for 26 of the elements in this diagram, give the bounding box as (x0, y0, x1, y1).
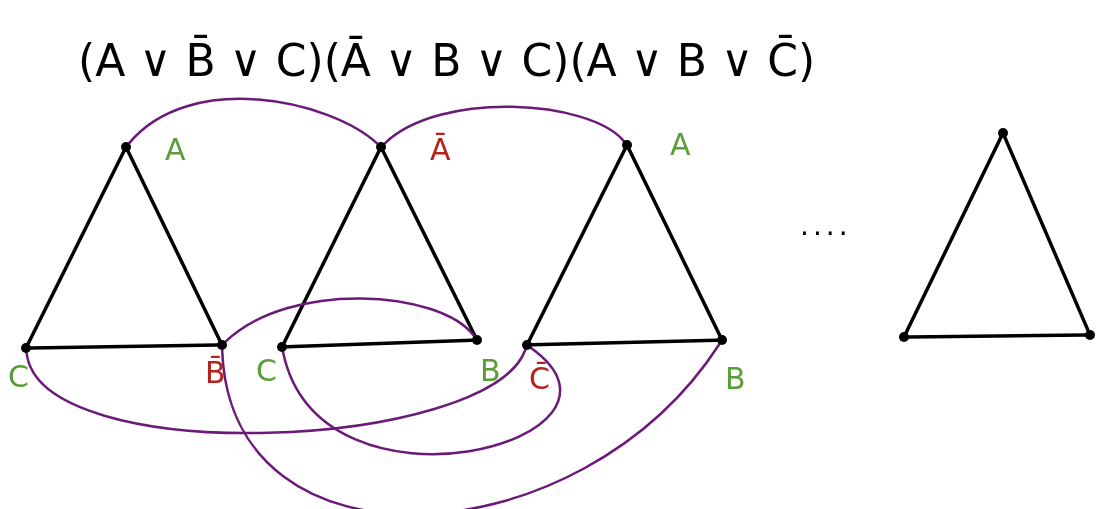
vertex-label: C (256, 356, 277, 386)
ellipsis: .... (800, 208, 852, 244)
graph-edge (220, 342, 721, 509)
graph-edge (126, 149, 222, 343)
graph-edge (527, 147, 627, 343)
graph-edge (281, 346, 562, 456)
graph-edge (127, 97, 379, 145)
graph-edge (381, 149, 477, 338)
vertex-label: B (725, 364, 746, 394)
graph-edge (530, 338, 719, 347)
graph-edge (383, 105, 626, 145)
graph-edge (26, 149, 126, 346)
graph-edge (282, 149, 381, 345)
graph-edge (907, 333, 1087, 339)
title: (A ∨ B̄ ∨ C)(Ā ∨ B ∨ C)(A ∨ B ∨ C̄) (78, 33, 816, 88)
vertex-label: A (165, 135, 186, 165)
vertex-label: B (480, 356, 501, 386)
graph-edge (1003, 135, 1090, 333)
graph-edge (224, 297, 476, 343)
graph-edge (25, 348, 527, 435)
vertex-label: A (670, 130, 691, 160)
graph-edge (285, 338, 474, 349)
graph-edge (627, 147, 722, 338)
vertex-label: C (8, 362, 29, 392)
graph-edge (904, 135, 1003, 335)
graph-edge (29, 343, 219, 350)
